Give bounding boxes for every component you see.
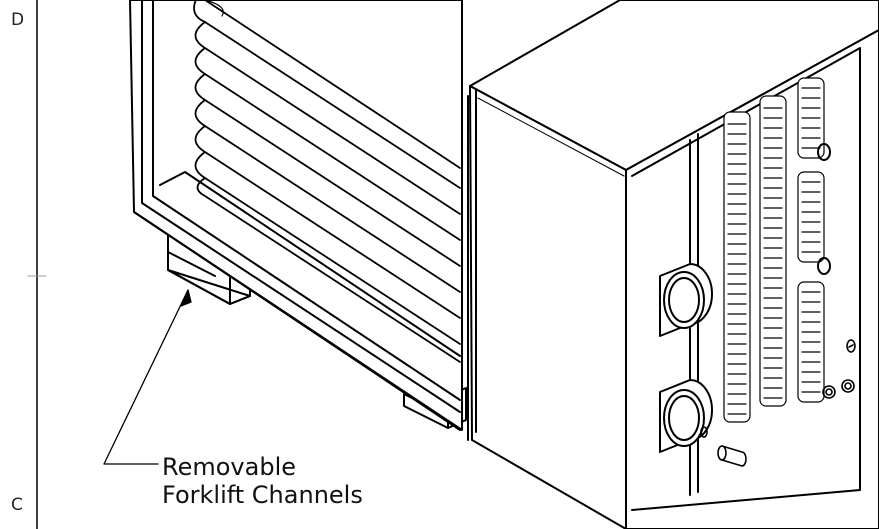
callout-leader (103, 289, 192, 465)
callout-forklift-channels: Removable Forklift Channels (162, 453, 363, 509)
louver-vents (723, 77, 831, 423)
coil-frame (129, 0, 463, 431)
pipe-connection-lower (659, 379, 713, 453)
callout-line-1: Removable (162, 453, 297, 481)
coil-tubes (193, 0, 461, 363)
callout-line-2: Forklift Channels (162, 481, 363, 509)
pipe-connection-upper (659, 263, 713, 337)
cabinet-left-face (469, 85, 627, 529)
zone-label-c: C (11, 495, 23, 515)
zone-label-d: D (11, 10, 25, 30)
fittings (700, 339, 856, 467)
